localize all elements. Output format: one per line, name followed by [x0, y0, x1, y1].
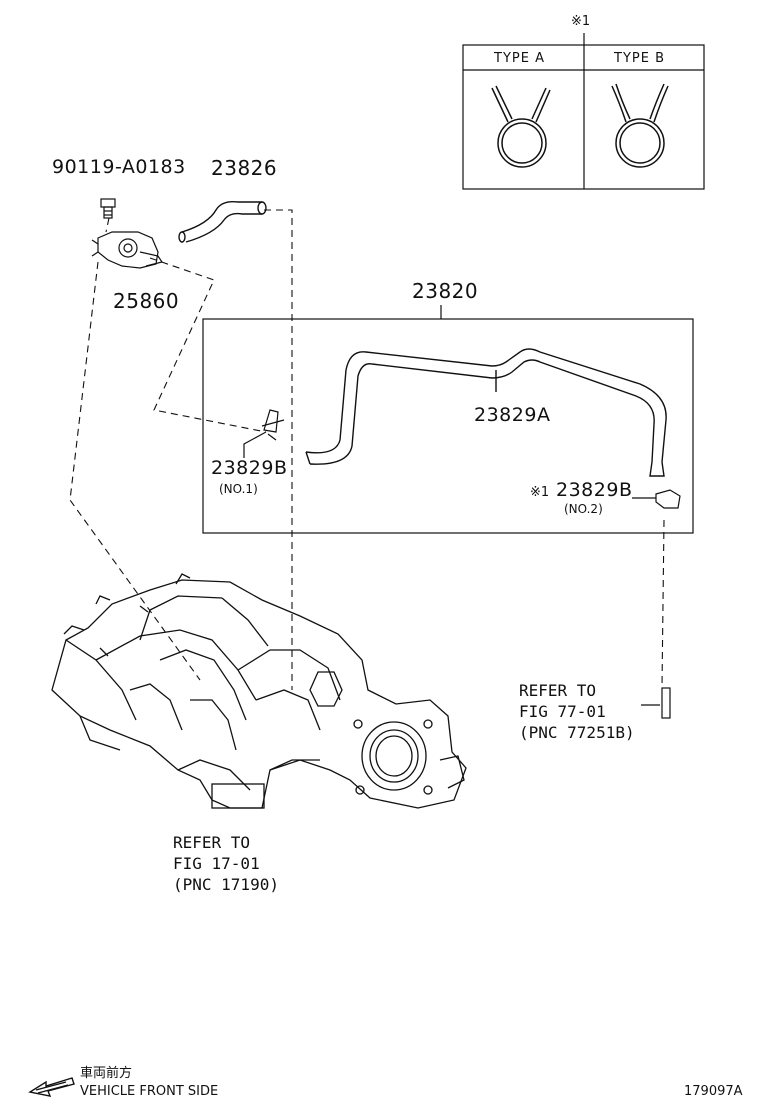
footer-en-label: VEHICLE FRONT SIDE [80, 1084, 219, 1099]
front-arrow-icon [28, 1077, 75, 1097]
part-hose-upper-number[interactable]: 23826 [211, 156, 278, 180]
type-b-label: TYPE B [614, 51, 665, 66]
note-mark-clip: ※1 [530, 485, 550, 500]
part-valve-number[interactable]: 25860 [113, 289, 180, 313]
part-clip-no2-number[interactable]: 23829B [556, 479, 633, 501]
part-hose-a-number[interactable]: 23829A [474, 404, 551, 426]
footer-figure-code: 179097A [684, 1084, 743, 1099]
ref-fig17-line1: REFER TO [173, 833, 251, 852]
ref-fig77-line1: REFER TO [519, 681, 597, 700]
hose-assy-frame [202, 318, 694, 534]
ref-fig17-line2: FIG 17-01 [173, 854, 260, 873]
clip-no2-icon [632, 489, 681, 509]
pipe-stub-icon [661, 687, 671, 719]
clip-type-a-icon [491, 85, 551, 168]
part-clip-no2-sub: (NO.2) [564, 502, 603, 516]
clip-type-table [462, 33, 705, 190]
note-mark-top: ※1 [571, 14, 591, 29]
ref-fig17[interactable]: REFER TO FIG 17-01 (PNC 17190) [173, 832, 279, 895]
part-bolt-number[interactable]: 90119-A0183 [52, 156, 186, 178]
ref-fig77-line2: FIG 77-01 [519, 702, 606, 721]
footer-jp-label: 車両前方 [80, 1066, 133, 1081]
intake-manifold-icon [51, 573, 467, 809]
clip-type-b-icon [611, 83, 669, 168]
ref-fig77-line3: (PNC 77251B) [519, 723, 635, 742]
valve-icon [91, 231, 163, 269]
ref-fig77[interactable]: REFER TO FIG 77-01 (PNC 77251B) [519, 680, 635, 743]
clip-no1-icon [243, 409, 285, 458]
bolt-icon [100, 198, 116, 219]
part-clip-no1-number[interactable]: 23829B [211, 457, 288, 479]
part-hose-assy-number[interactable]: 23820 [412, 279, 479, 303]
hose-a-icon [305, 348, 667, 477]
part-clip-no1-sub: (NO.1) [219, 482, 258, 496]
hose-upper-icon [178, 200, 267, 243]
type-a-label: TYPE A [494, 51, 545, 66]
ref-fig17-line3: (PNC 17190) [173, 875, 279, 894]
